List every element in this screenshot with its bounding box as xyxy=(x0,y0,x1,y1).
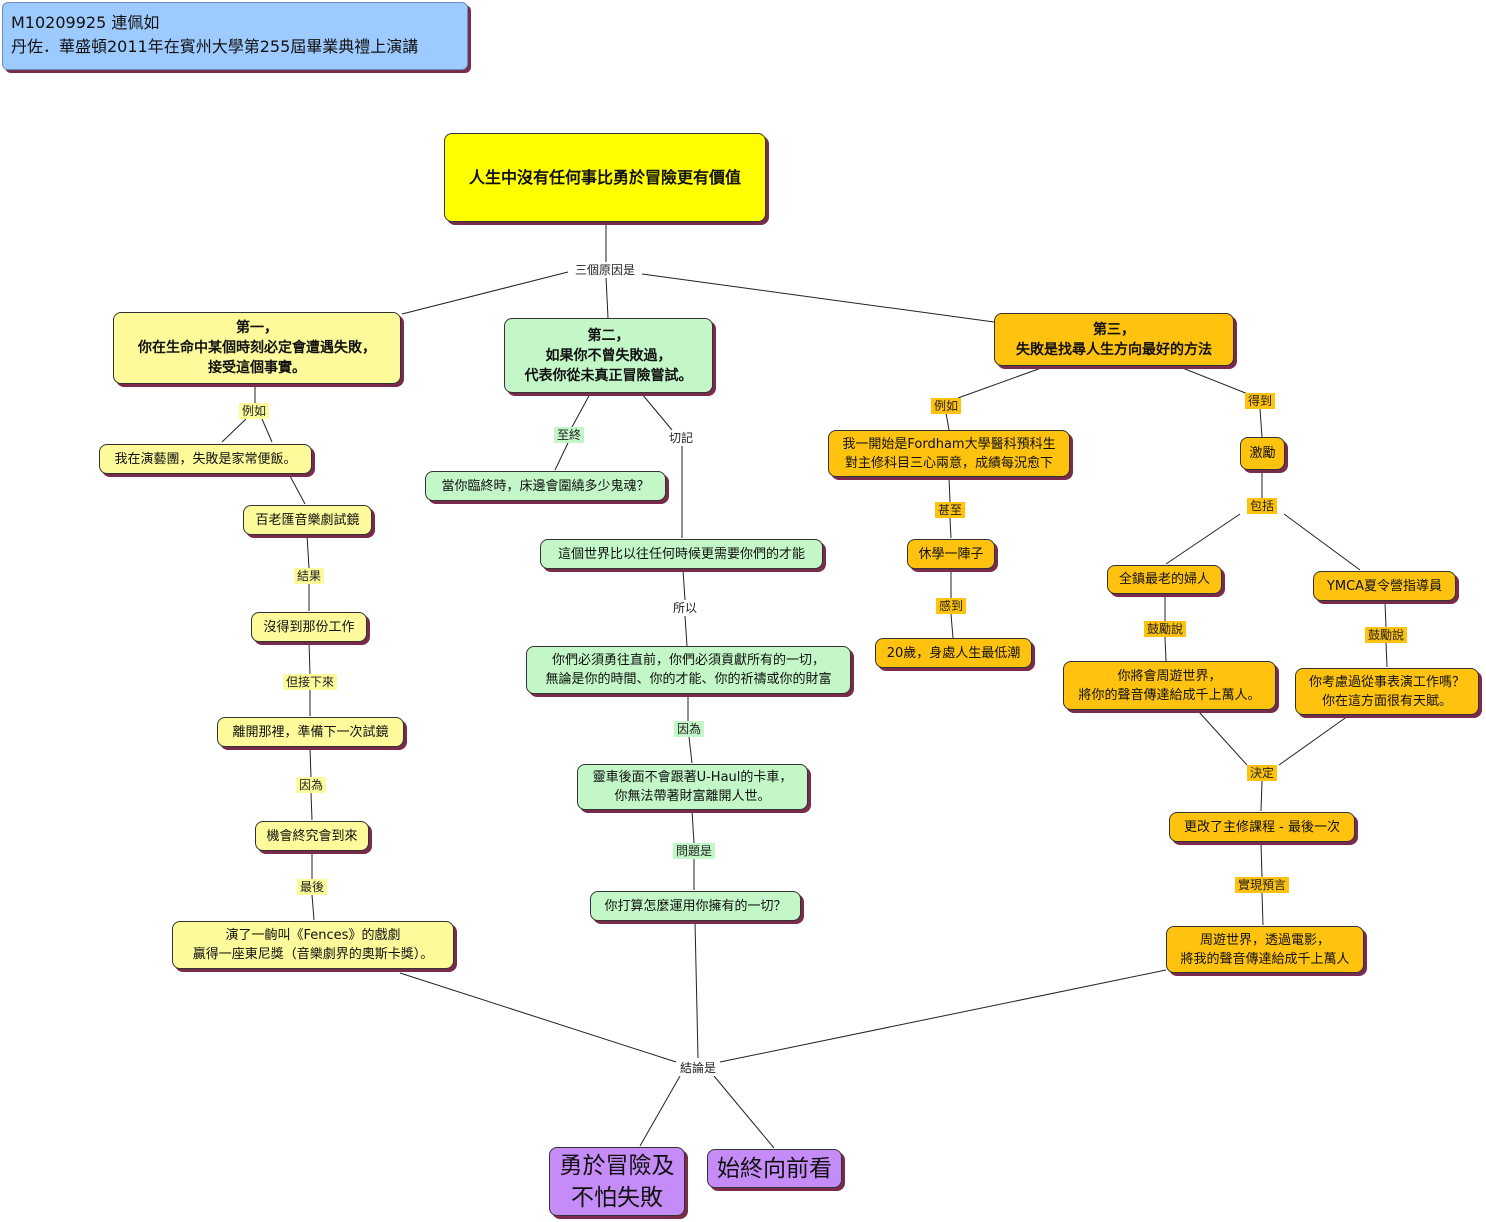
b3-acting-talent[interactable]: 你考慮過從事表演工作嗎？ 你在這方面很有天賦。 xyxy=(1295,668,1479,715)
b3-include-label: 包括 xyxy=(1246,498,1278,514)
b2-question-label: 問題是 xyxy=(672,843,716,859)
b3-decide-label: 決定 xyxy=(1246,765,1278,781)
b3-encouragement[interactable]: 激勵 xyxy=(1240,437,1285,470)
reason-two-node[interactable]: 第二， 如果你不曾失敗過， 代表你從未真正冒險嘗試。 xyxy=(504,318,713,393)
b2-so-label: 所以 xyxy=(669,600,701,616)
central-topic[interactable]: 人生中沒有任何事比勇於冒險更有價值 xyxy=(444,133,766,222)
conclusion-look-forward[interactable]: 始終向前看 xyxy=(707,1149,842,1188)
b2-how-use-all[interactable]: 你打算怎麼運用你擁有的一切？ xyxy=(590,891,801,921)
b1-example-label: 例如 xyxy=(238,403,270,419)
b3-fordham-student[interactable]: 我一開始是Fordham大學醫科預科生 對主修科目三心兩意，成績每況愈下 xyxy=(828,430,1070,477)
conclusion-take-risks[interactable]: 勇於冒險及 不怕失敗 xyxy=(549,1147,685,1216)
b2-because-label: 因為 xyxy=(673,721,705,737)
b1-next-audition[interactable]: 離開那裡，準備下一次試鏡 xyxy=(217,717,404,747)
b1-broadway-audition[interactable]: 百老匯音樂劇試鏡 xyxy=(243,505,372,535)
b3-travel-world-prophecy[interactable]: 你將會周遊世界， 將你的聲音傳達給成千上萬人。 xyxy=(1063,661,1276,710)
b2-world-needs-talent[interactable]: 這個世界比以往任何時候更需要你們的才能 xyxy=(540,539,823,569)
b3-enc1-label: 鼓勵說 xyxy=(1143,621,1187,637)
b1-theater-failure[interactable]: 我在演藝團，失敗是家常便飯。 xyxy=(99,444,312,474)
b3-feel-label: 感到 xyxy=(935,598,967,614)
b1-finally-label: 最後 xyxy=(296,879,328,895)
b1-next-label: 但接下來 xyxy=(282,674,338,690)
b3-changed-major[interactable]: 更改了主修課程 - 最後一次 xyxy=(1169,812,1355,842)
b3-example-label: 例如 xyxy=(930,398,962,414)
b3-enc2-label: 鼓勵說 xyxy=(1364,627,1408,643)
b2-uhaul-truck[interactable]: 靈車後面不會跟著U-Haul的卡車， 你無法帶著財富離開人世。 xyxy=(577,764,808,810)
reason-one-node[interactable]: 第一， 你在生命中某個時刻必定會遭遇失敗， 接受這個事實。 xyxy=(113,312,401,384)
reason-three-node[interactable]: 第三， 失敗是找尋人生方向最好的方法 xyxy=(994,313,1234,366)
b1-no-job[interactable]: 沒得到那份工作 xyxy=(251,612,367,642)
b2-tillend-label: 至終 xyxy=(553,427,585,443)
b3-oldest-woman[interactable]: 全鎮最老的婦人 xyxy=(1107,565,1222,594)
b2-remember-label: 切記 xyxy=(665,430,697,446)
speech-title: 丹佐．華盛頓2011年在賓州大學第255屆畢業典禮上演講 xyxy=(11,37,419,56)
b3-low-point[interactable]: 20歲，身處人生最低潮 xyxy=(875,638,1032,668)
b1-opportunity[interactable]: 機會終究會到來 xyxy=(255,821,369,851)
student-id-name: M10209925 連佩如 xyxy=(11,13,160,32)
b1-because-label: 因為 xyxy=(295,777,327,793)
header-box: M10209925 連佩如 丹佐．華盛頓2011年在賓州大學第255屆畢業典禮上… xyxy=(2,2,468,70)
conclusion-label: 結論是 xyxy=(676,1060,720,1076)
b1-fences-award[interactable]: 演了一齣叫《Fences》的戲劇 贏得一座東尼獎（音樂劇界的奧斯卡獎）。 xyxy=(172,921,454,969)
b3-even-label: 甚至 xyxy=(934,502,966,518)
b2-give-everything[interactable]: 你們必須勇往直前，你們必須貢獻所有的一切， 無論是你的時間、你的才能、你的祈禱或… xyxy=(526,646,851,694)
b3-prophecy-label: 實現預言 xyxy=(1234,877,1290,893)
b2-ghosts-question[interactable]: 當你臨終時，床邊會圍繞多少鬼魂？ xyxy=(425,471,666,501)
b3-dropout[interactable]: 休學一陣子 xyxy=(907,539,995,569)
reasons-label: 三個原因是 xyxy=(571,262,639,278)
b3-ymca-counselor[interactable]: YMCA夏令營指導員 xyxy=(1313,571,1456,601)
b1-result-label: 結果 xyxy=(293,568,325,584)
b3-travel-through-film[interactable]: 周遊世界，透過電影， 將我的聲音傳達給成千上萬人 xyxy=(1166,926,1364,973)
b3-get-label: 得到 xyxy=(1244,393,1276,409)
